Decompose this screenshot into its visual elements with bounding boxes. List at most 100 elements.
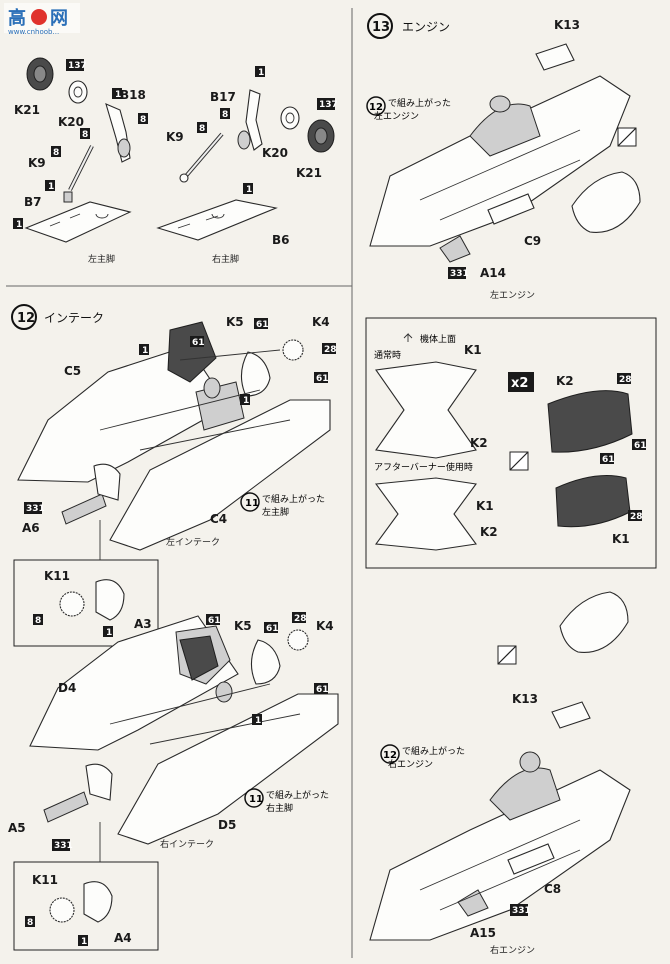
color-code-61: 61	[266, 624, 279, 634]
rod-k9-left	[69, 145, 93, 191]
part-label-k5: K5	[226, 315, 244, 329]
left-gear-labels: 137 K21 K20 B18 8 1 8 K9 8 1 B7 1 左主脚	[13, 59, 148, 265]
step-number-12: 12	[17, 311, 35, 326]
part-label-b18: B18	[120, 88, 146, 102]
part-a5	[43, 791, 89, 823]
part-label-k1: K1	[612, 532, 630, 546]
color-code-8: 8	[35, 616, 41, 626]
watermark-char: 高	[8, 7, 26, 29]
panel-c5	[17, 345, 229, 483]
ref-step-11: 11	[249, 794, 263, 805]
part-k1-dark	[555, 475, 631, 528]
part-label-k20: K20	[58, 115, 84, 129]
caption-left-gear: 左主脚	[88, 253, 115, 265]
ref-step-12: 12	[369, 102, 383, 113]
wheel-k20-left	[68, 80, 88, 104]
color-code-8: 8	[199, 124, 205, 134]
ref-part-right-engine: 右エンジン	[388, 758, 433, 770]
caption-right-engine: 右エンジン	[490, 944, 535, 956]
panel-c4	[109, 399, 331, 551]
part-c9	[487, 193, 535, 225]
part-k11-left	[59, 591, 85, 617]
part-label-k9: K9	[28, 156, 46, 170]
color-code-61: 61	[316, 374, 329, 384]
caption-right-gear: 右主脚	[212, 253, 239, 265]
color-code-1: 1	[81, 937, 87, 947]
strut-b17	[245, 89, 263, 151]
caption-left-intake: 左インテーク	[166, 536, 220, 548]
part-a6	[61, 493, 107, 525]
part-k11-right	[49, 897, 75, 923]
part-label-k4: K4	[312, 315, 330, 329]
color-code-1: 1	[48, 182, 54, 192]
part-label-a14: A14	[480, 266, 506, 280]
part-k13-right	[551, 701, 591, 729]
rod-k9-right	[185, 133, 223, 177]
part-k4-right	[287, 629, 309, 651]
step-title-engine: エンジン	[402, 20, 450, 34]
color-code-61: 61	[192, 338, 205, 348]
logo-icon	[31, 9, 47, 25]
part-label-d4: D4	[58, 681, 76, 695]
part-k4-left	[282, 339, 304, 361]
part-label-a6: A6	[22, 521, 40, 535]
color-code-1: 1	[258, 68, 264, 78]
ref-text: で組み上がった	[402, 745, 465, 757]
engine-nozzle	[571, 171, 641, 233]
part-label-k2: K2	[470, 436, 488, 450]
caption-left-engine: 左エンジン	[490, 289, 535, 301]
color-code-61: 61	[256, 320, 269, 330]
color-code-8: 8	[222, 110, 228, 120]
panel-d5	[117, 693, 339, 845]
part-label-c8: C8	[544, 882, 561, 896]
right-gear-labels: 1 B17 8 8 137 K9 K20 K21 1 B6 右主脚	[166, 66, 338, 265]
color-code-1: 1	[115, 90, 121, 100]
part-label-k2: K2	[556, 374, 574, 388]
left-engine-body	[369, 75, 631, 247]
ref-step-11: 11	[245, 498, 259, 509]
part-label-k1: K1	[464, 343, 482, 357]
part-label-b17: B17	[210, 90, 236, 104]
right-engine-diagram	[369, 591, 631, 941]
part-label-c4: C4	[210, 512, 227, 526]
part-label-k1: K1	[476, 499, 494, 513]
part-a4	[83, 881, 113, 923]
part-c8	[507, 843, 555, 875]
color-code-28: 28	[619, 375, 632, 385]
color-code-61: 61	[208, 616, 221, 626]
watermark: 高 网 www.cnhoob...	[4, 3, 80, 36]
part-label-b7: B7	[24, 195, 42, 209]
part-label-k20: K20	[262, 146, 288, 160]
color-code-28: 28	[630, 512, 643, 522]
part-label-b6: B6	[272, 233, 290, 247]
left-intake-diagram	[17, 321, 331, 551]
color-code-8: 8	[82, 130, 88, 140]
color-code-1: 1	[255, 716, 261, 726]
step-title-intake: インテーク	[44, 311, 104, 325]
color-code-1: 1	[106, 628, 112, 638]
ref-step-12: 12	[383, 750, 397, 761]
part-label-a4: A4	[114, 931, 132, 945]
part-label-d5: D5	[218, 818, 236, 832]
part-a15	[457, 889, 489, 917]
label-top-side: 機体上面	[420, 333, 456, 345]
color-code-8: 8	[140, 115, 146, 125]
part-a3	[95, 579, 125, 621]
part-k13-left	[535, 43, 575, 71]
color-code-61: 61	[602, 455, 615, 465]
right-intake-labels: 61 K5 61 28 K4 D4 61 1 11 で組み上がった 右主脚 D5…	[8, 612, 334, 851]
color-code-137: 137	[68, 61, 87, 71]
color-code-1: 1	[142, 346, 148, 356]
color-code-61: 61	[316, 685, 329, 695]
part-label-k9: K9	[166, 130, 184, 144]
part-a14	[439, 235, 471, 263]
color-code-137: 137	[319, 100, 338, 110]
part-label-k13: K13	[512, 692, 538, 706]
color-code-331: 331	[512, 906, 531, 916]
color-code-1: 1	[246, 185, 252, 195]
nozzle-afterburner	[374, 477, 477, 551]
right-main-gear-diagram	[156, 89, 335, 241]
wheel-k20-right	[280, 106, 300, 130]
color-code-28: 28	[324, 345, 337, 355]
part-k5-right	[250, 639, 281, 685]
